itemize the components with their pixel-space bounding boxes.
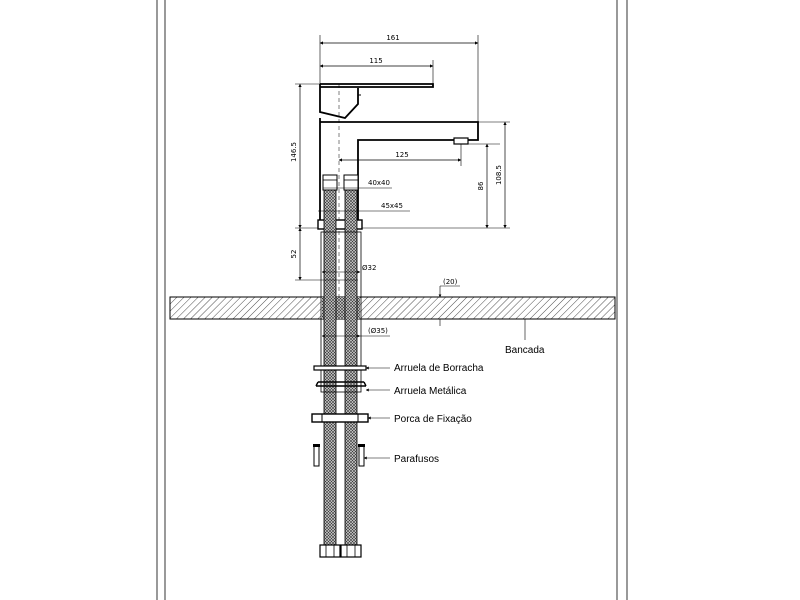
dim-161: 161 — [386, 34, 399, 42]
label-screws: Parafusos — [394, 454, 439, 465]
label-bancada: Bancada — [505, 345, 545, 356]
screw-right — [358, 445, 365, 467]
dim-20: (20) — [443, 278, 458, 286]
dim-146-5: 146.5 — [290, 142, 298, 162]
dim-diameter-35: (Ø35) — [368, 327, 388, 335]
label-metal-washer: Arruela Metálica — [394, 386, 467, 397]
dim-52: 52 — [290, 250, 298, 259]
base-plate — [317, 219, 363, 230]
fixing-hardware — [311, 365, 369, 467]
countertop-section — [169, 296, 616, 320]
dim-45x45: 45x45 — [381, 202, 403, 210]
dim-40x40: 40x40 — [368, 179, 390, 187]
frame-lines — [156, 0, 628, 600]
rubber-washer — [313, 365, 367, 371]
callout-leaders — [363, 319, 526, 460]
fixing-nut — [311, 413, 369, 423]
dim-115: 115 — [369, 57, 382, 65]
dim-108-5: 108.5 — [495, 165, 503, 185]
dimension-lines — [295, 35, 510, 338]
dim-125: 125 — [395, 151, 408, 159]
faucet-body — [319, 83, 479, 300]
label-fixing-nut: Porca de Fixação — [394, 414, 472, 425]
dim-86: 86 — [477, 181, 485, 190]
screw-left — [313, 445, 320, 467]
label-rubber-washer: Arruela de Borracha — [394, 363, 484, 374]
metal-washer — [315, 381, 367, 387]
dim-diameter-32: Ø32 — [362, 264, 376, 272]
